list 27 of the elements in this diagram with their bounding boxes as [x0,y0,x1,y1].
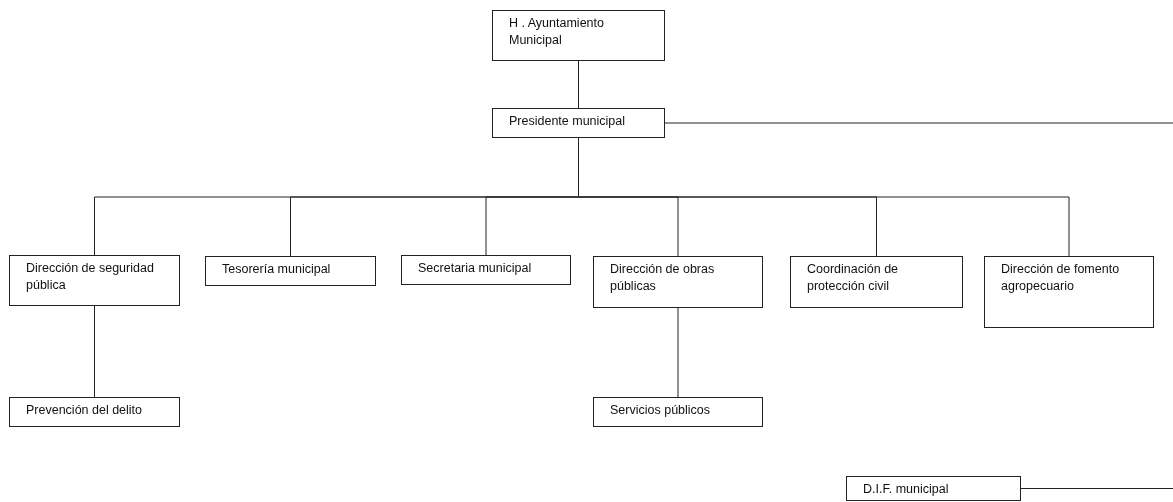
box-label: Presidente municipal [509,113,627,130]
box-label: Dirección de obras públicas [610,261,716,295]
box-label: Prevención del delito [26,402,144,419]
box-label: Dirección de fomento agropecuario [1001,261,1121,295]
org-box [9,397,180,427]
org-box [492,10,665,61]
box-label: Servicios públicos [610,402,712,419]
box-label: D.I.F. municipal [863,481,950,498]
connector-line [94,305,95,398]
box-label: Dirección de seguridad pública [26,260,155,294]
org-box [593,256,763,308]
org-box [984,256,1154,328]
org-box [205,256,376,286]
connector-line [1020,488,1173,489]
org-box [401,255,571,285]
org-box [9,255,180,306]
org-box [790,256,963,308]
box-label: Secretaria municipal [418,260,533,277]
connector-line [578,60,579,109]
connector-line [677,307,679,398]
org-box [593,397,763,427]
box-label: Tesorería municipal [222,261,332,278]
box-label: Coordinación de protección civil [807,261,900,295]
connector-line [664,122,1173,124]
box-label: H . Ayuntamiento Municipal [509,15,605,49]
org-box [846,476,1021,501]
org-box [492,108,665,138]
